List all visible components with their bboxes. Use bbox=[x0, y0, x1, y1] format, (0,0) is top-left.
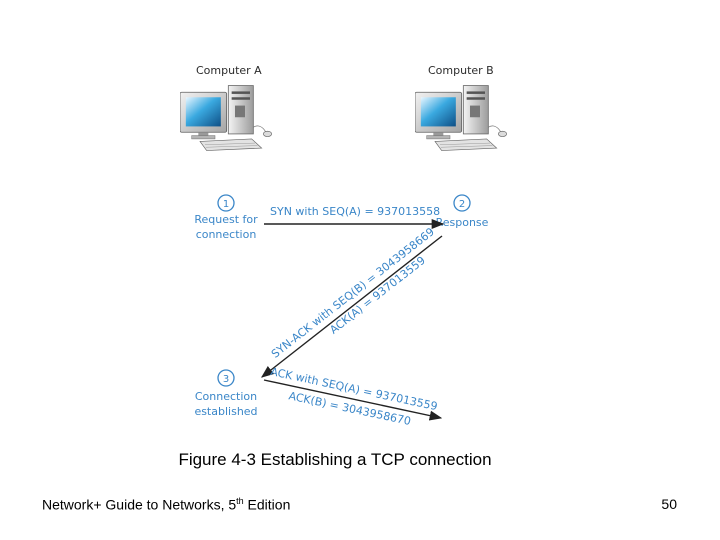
ack-arrow bbox=[263, 379, 443, 421]
step-3-number: 3 bbox=[223, 374, 229, 385]
footer-title-superscript: th bbox=[236, 496, 244, 506]
computer-a-label: Computer A bbox=[196, 64, 262, 77]
footer-title-suffix: Edition bbox=[243, 496, 291, 513]
computer-b-icon bbox=[415, 85, 508, 152]
page-number: 50 bbox=[661, 496, 677, 512]
step-1-number: 1 bbox=[223, 199, 229, 210]
figure-caption: Figure 4-3 Establishing a TCP connection bbox=[178, 450, 492, 469]
footer-book-title: Network+ Guide to Networks, 5th Edition bbox=[42, 496, 290, 513]
step-3-badge: 3 bbox=[217, 369, 235, 387]
synack-arrow bbox=[261, 235, 443, 378]
step-2-number: 2 bbox=[459, 199, 465, 210]
syn-message-label: SYN with SEQ(A) = 937013558 bbox=[270, 205, 440, 218]
step-3-label-line1: Connection bbox=[195, 390, 257, 403]
computer-b-label: Computer B bbox=[428, 64, 494, 77]
synack-message-label-line1: SYN-ACK with SEQ(B) = 3043958669 bbox=[269, 225, 437, 361]
computer-a-icon bbox=[180, 85, 273, 152]
step-1-label-line2: connection bbox=[196, 228, 257, 241]
step-1-badge: 1 bbox=[217, 194, 235, 212]
step-1-label-line1: Request for bbox=[194, 213, 258, 226]
step-2-label-line1: Response bbox=[436, 216, 489, 229]
step-2-badge: 2 bbox=[453, 194, 471, 212]
footer-title-main: Network+ Guide to Networks, 5 bbox=[42, 496, 237, 513]
step-3-label-line2: established bbox=[194, 405, 257, 418]
